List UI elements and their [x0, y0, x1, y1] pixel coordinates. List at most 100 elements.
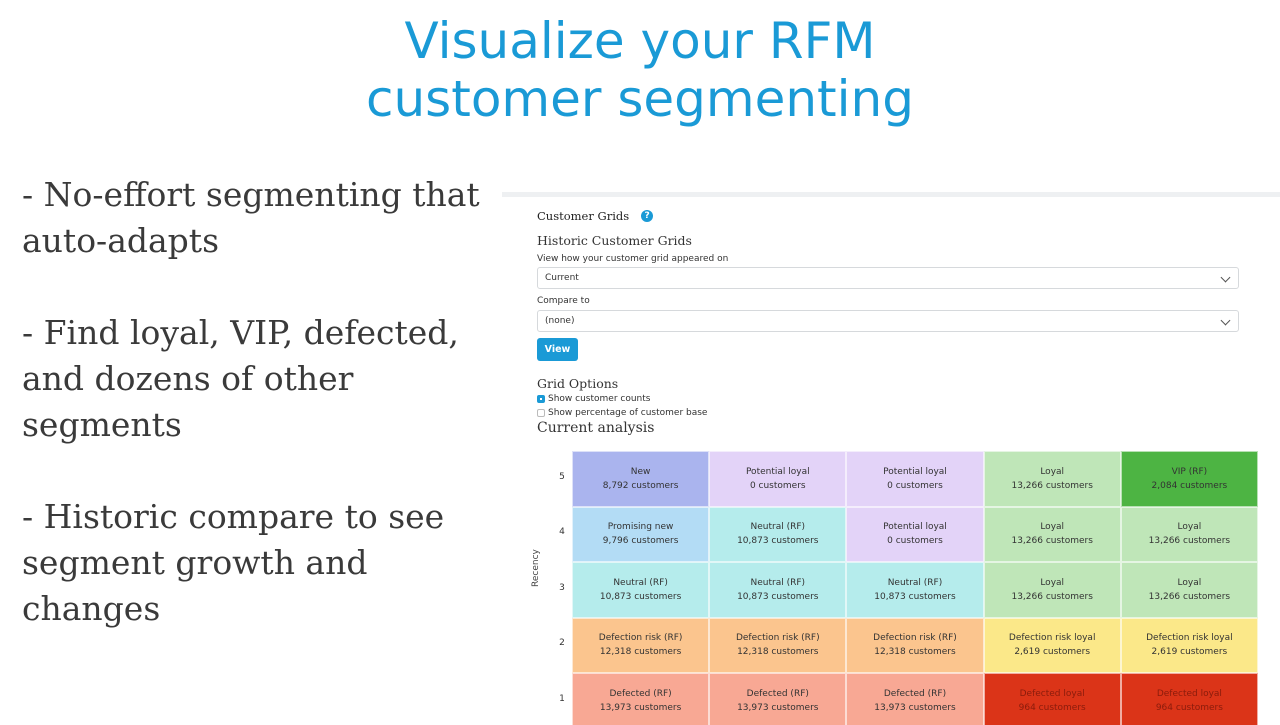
view-date-select[interactable]: Current	[537, 267, 1239, 289]
segment-name: Defection risk (RF)	[735, 633, 820, 644]
recency-axis-label: Recency	[531, 549, 541, 587]
segment-name: Defected (RF)	[746, 688, 809, 699]
segment-count: 13,973 customers	[874, 702, 956, 713]
chevron-down-icon	[1220, 272, 1231, 283]
segment-name: Defected loyal	[1156, 688, 1222, 699]
segment-name: Neutral (RF)	[887, 577, 943, 588]
rfm-segment-cell[interactable]: Defection risk (RF) 12,318 customers	[709, 617, 847, 673]
rfm-segment-cell[interactable]: VIP (RF)2,084 customers	[1120, 451, 1258, 507]
segment-name: Neutral (RF)	[750, 522, 806, 533]
bullet-list: - No-effort segmenting that auto-adapts …	[22, 172, 502, 678]
segment-name: Potential loyal	[883, 522, 947, 533]
segment-name: Defected (RF)	[883, 688, 947, 699]
view-date-label: View how your customer grid appeared on	[537, 254, 729, 264]
segment-name: Defected loyal	[1019, 688, 1085, 699]
panel-title: Customer Grids	[537, 209, 630, 223]
segment-count: 12,318 customers	[599, 647, 682, 658]
compare-select[interactable]: (none)	[537, 310, 1239, 332]
segment-count: 12,318 customers	[737, 647, 819, 658]
segment-name: Defection risk loyal	[1146, 633, 1233, 644]
segment-name: Potential loyal	[883, 466, 947, 477]
segment-count: 2,619 customers	[1014, 647, 1091, 658]
show-counts-label: Show customer counts	[548, 394, 651, 404]
panel-header: Customer Grids ?	[537, 209, 654, 223]
segment-name: Defected (RF)	[609, 688, 672, 699]
segment-count: 13,266 customers	[1011, 536, 1093, 547]
rfm-segment-cell[interactable]: Loyal 13,266 customers	[1120, 562, 1258, 618]
chevron-down-icon	[1220, 315, 1231, 326]
rfm-segment-cell[interactable]: Potential loyal 0 customers	[846, 506, 984, 562]
current-analysis-heading: Current analysis	[537, 420, 655, 436]
segment-name: Loyal	[1040, 466, 1065, 477]
bullet-item: - No-effort segmenting that auto-adapts	[22, 175, 480, 260]
segment-count: 0 customers	[887, 480, 943, 491]
segment-name: Potential loyal	[745, 466, 810, 477]
rfm-segment-cell[interactable]: Potential loyal 0 customers	[846, 451, 984, 507]
compare-value: (none)	[545, 316, 575, 326]
rfm-segment-cell[interactable]: New 8,792 customers	[572, 451, 710, 507]
grid-options-heading: Grid Options	[537, 376, 619, 391]
recency-row-label: 3	[559, 582, 565, 593]
segment-name: Neutral (RF)	[750, 577, 806, 588]
slide-title-line-1: Visualize your RFM	[404, 12, 876, 70]
rfm-segment-cell[interactable]: Loyal 13,266 customers	[983, 562, 1121, 618]
segment-name: Promising new	[607, 522, 674, 533]
segment-count: 13,973 customers	[599, 702, 682, 713]
segment-name: Defection risk (RF)	[873, 633, 957, 644]
view-date-value: Current	[545, 273, 579, 283]
segment-count: 12,318 customers	[874, 647, 956, 658]
segment-count: 10,873 customers	[599, 591, 682, 602]
recency-row-label: 1	[559, 693, 565, 704]
rfm-segment-cell[interactable]: Defection risk (RF) 12,318 customers	[846, 617, 984, 673]
help-icon[interactable]: ?	[641, 210, 654, 222]
show-counts-checkbox[interactable]	[537, 395, 545, 403]
segment-name: Loyal	[1040, 577, 1065, 588]
rfm-segment-cell[interactable]: Defected (RF) 13,973 customers	[572, 673, 710, 725]
segment-count: 10,873 customers	[737, 591, 819, 602]
segment-name: New	[630, 466, 651, 477]
rfm-segment-cell[interactable]: Defection risk (RF) 12,318 customers	[572, 617, 710, 673]
compare-label: Compare to	[537, 296, 590, 306]
recency-row-label: 5	[559, 471, 565, 482]
customer-grids-panel: Customer Grids ? Historic Customer Grids…	[502, 192, 1280, 725]
rfm-segment-cell[interactable]: Neutral (RF) 10,873 customers	[709, 562, 847, 618]
rfm-segment-cell[interactable]: Defection risk loyal 2,619 customers	[983, 617, 1121, 673]
show-percentage-option[interactable]: Show percentage of customer base	[537, 408, 707, 418]
segment-count: 13,266 customers	[1148, 591, 1231, 602]
segment-count: 13,973 customers	[737, 702, 819, 713]
rfm-segment-cell[interactable]: Promising new 9,796 customers	[572, 506, 710, 562]
show-percentage-checkbox[interactable]	[537, 409, 545, 417]
segment-name: Neutral (RF)	[613, 577, 668, 588]
segment-name: Loyal	[1177, 522, 1202, 533]
segment-name: Defection risk (RF)	[598, 633, 683, 644]
show-percentage-label: Show percentage of customer base	[548, 408, 708, 418]
recency-row-label: 4	[559, 527, 565, 538]
bullet-item: - Find loyal, VIP, defected, and dozens …	[22, 313, 459, 444]
rfm-segment-cell[interactable]: Neutral (RF) 10,873 customers	[572, 562, 710, 618]
segment-count: 13,266 customers	[1011, 591, 1093, 602]
rfm-segment-cell[interactable]: Defected (RF) 13,973 customers	[846, 673, 984, 725]
segment-count: 10,873 customers	[874, 591, 956, 602]
slide-title: Visualize your RFM customer segmenting	[0, 12, 1280, 128]
rfm-segment-cell[interactable]: Defected (RF) 13,973 customers	[709, 673, 847, 725]
recency-row-label: 2	[559, 638, 565, 649]
segment-name: Defection risk loyal	[1008, 633, 1096, 644]
segment-count: 13,266 customers	[1011, 480, 1093, 491]
segment-name: Loyal	[1177, 577, 1202, 588]
view-button[interactable]: View	[537, 338, 578, 361]
rfm-segment-cell[interactable]: Loyal 13,266 customers	[983, 451, 1121, 507]
show-counts-option[interactable]: Show customer counts	[537, 394, 650, 404]
segment-count: 8,792 customers	[602, 480, 679, 491]
segment-count: 9,796 customers	[602, 536, 679, 547]
bullet-item: - Historic compare to see segment growth…	[22, 497, 445, 628]
rfm-segment-cell[interactable]: Neutral (RF) 10,873 customers	[709, 506, 847, 562]
segment-count: 0 customers	[887, 536, 943, 547]
segment-count: 10,873 customers	[737, 536, 819, 547]
rfm-segment-cell[interactable]: Neutral (RF) 10,873 customers	[846, 562, 984, 618]
